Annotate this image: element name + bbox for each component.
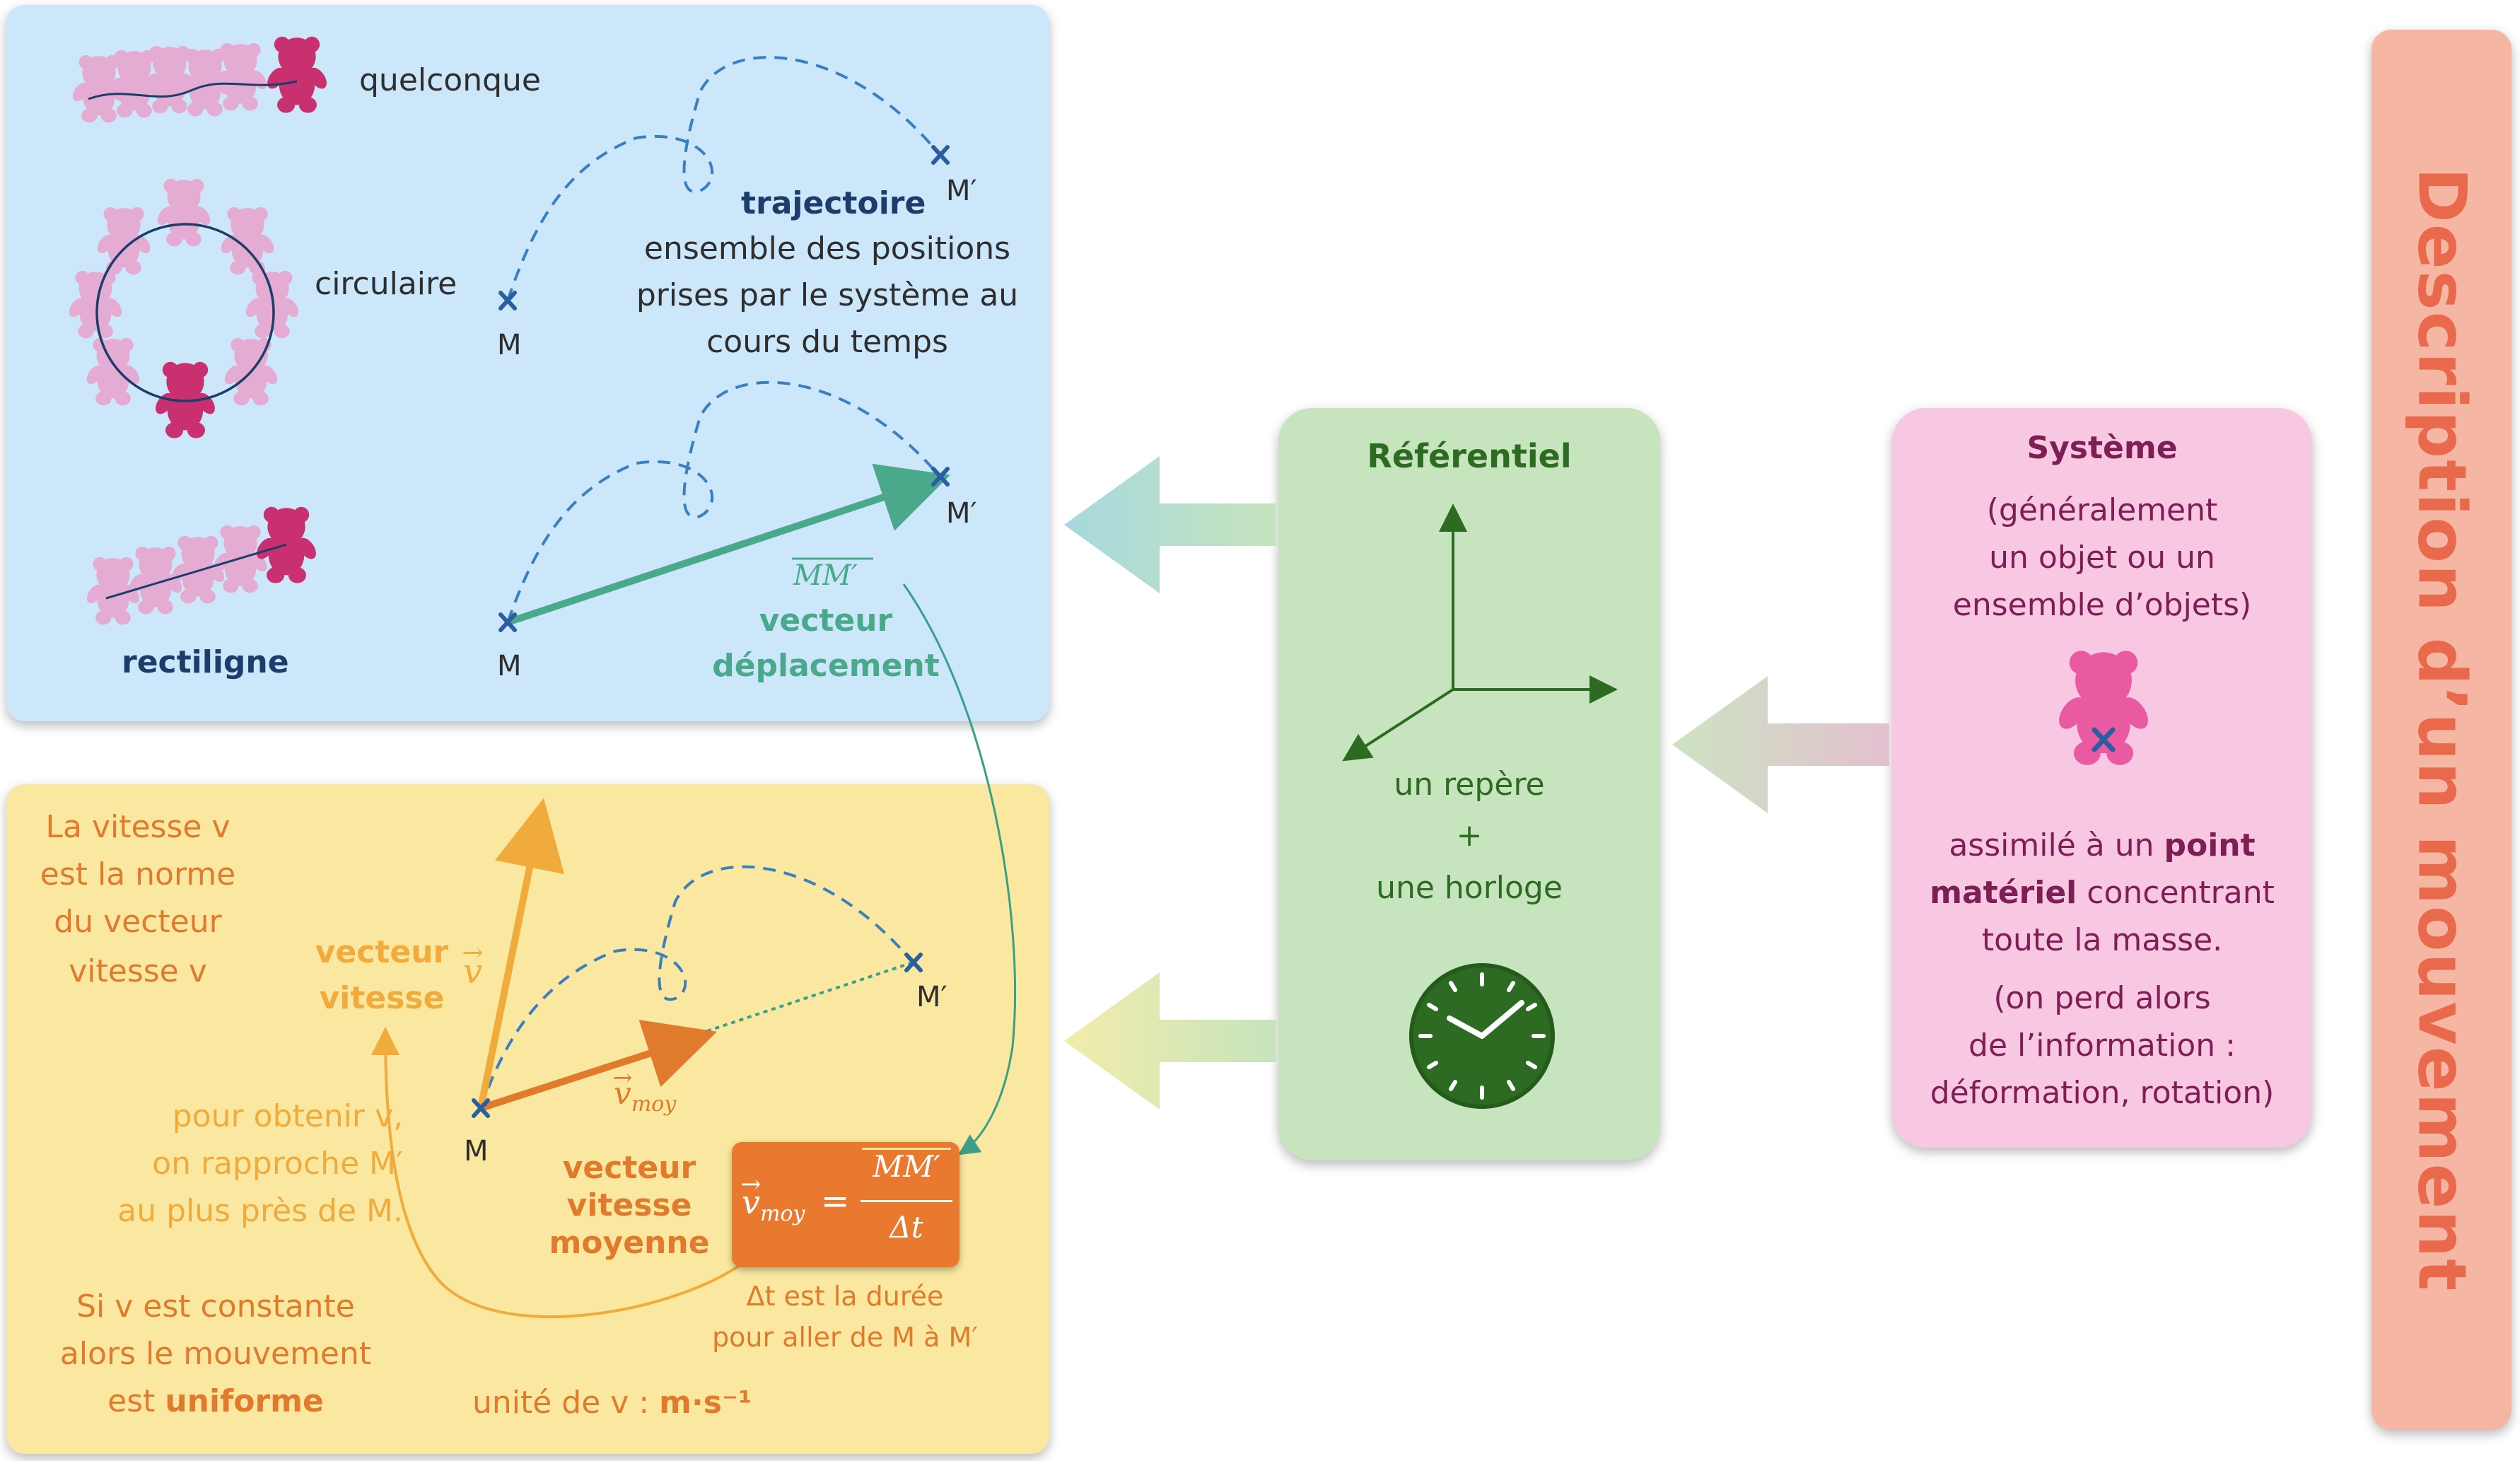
referential-line-3: une horloge [1376, 870, 1563, 906]
axes-icon [1342, 504, 1618, 762]
approx-text-3: au plus près de M. [117, 1193, 403, 1229]
uniform-text-3-prefix: est [107, 1383, 165, 1419]
uniform-text-2: alors le mouvement [59, 1336, 372, 1372]
system-info-3: déformation, rotation) [1930, 1075, 2275, 1111]
norm-text-4: vitesse v [69, 953, 207, 989]
referential-title: Référentiel [1367, 437, 1572, 475]
approx-text-2: on rapproche M′ [152, 1146, 403, 1182]
speed-symbol: v [463, 955, 482, 989]
formula-denominator: Δt [889, 1210, 923, 1245]
norm-text-1: La vitesse v [45, 809, 231, 845]
system-title: Système [2026, 430, 2178, 466]
displacement-vector-arrow [506, 463, 950, 626]
system-assim-prefix: assimilé à un [1949, 827, 2164, 863]
system-desc-2: un objet ou un [1989, 540, 2215, 576]
point-m-prime-label: M′ [946, 497, 977, 530]
speed-panel [6, 784, 1049, 1454]
formula-numerator: MM′ [873, 1149, 940, 1184]
displacement-label-2: déplacement [712, 648, 940, 684]
point-m-label: M [497, 329, 522, 361]
approx-text-1: pour obtenir v, [172, 1098, 403, 1134]
arrow-sys-to-ref [1672, 676, 1889, 813]
system-desc-1: (généralement [1986, 492, 2218, 528]
duration-text-2: pour aller de M à M′ [712, 1322, 978, 1353]
speed-vector-arrow [477, 798, 565, 1109]
system-info-2: de l’information : [1968, 1028, 2236, 1064]
type-circular-label: circulaire [315, 266, 457, 302]
mean-speed-symbol: v [614, 1078, 631, 1110]
clock-icon [1409, 963, 1555, 1109]
formula-vector-bar [862, 1148, 951, 1150]
trajectory-curve [506, 56, 942, 301]
norm-text-2: est la norme [40, 856, 236, 892]
trajectory-def-3: cours du temps [706, 324, 948, 360]
arrow-ref-to-traj [1064, 456, 1276, 593]
formula-fraction-bar [861, 1200, 952, 1202]
speed-vector-label-2: vitesse [319, 980, 445, 1016]
type-rectilinear-label: rectiligne [122, 644, 289, 680]
system-assim-bold2: matériel [1930, 875, 2077, 911]
system-assim-bold1: point [2164, 827, 2256, 863]
trajectory-panel [6, 5, 1049, 721]
unit-text-value: m·s⁻¹ [659, 1385, 752, 1421]
system-info-1: (on perd alors [1993, 980, 2211, 1016]
duration-text-1: Δt est la durée [746, 1281, 944, 1312]
system-assim-line3: toute la masse. [1981, 922, 2223, 958]
system-panel [1892, 408, 2312, 1148]
displacement-vector-symbol: MM′ [793, 559, 858, 592]
speed-vector-label-1: vecteur [315, 934, 449, 970]
system-desc-3: ensemble d’objets) [1952, 587, 2252, 623]
trajectory-title: trajectoire [741, 185, 926, 221]
point-m-prime-label: M′ [916, 981, 947, 1013]
trajectory-def-2: prises par le système au [636, 277, 1019, 313]
trajectory-def-1: ensemble des positions [643, 231, 1011, 267]
displacement-label-1: vecteur [759, 603, 893, 639]
system-assim-rest: concentrant [2077, 875, 2275, 911]
mean-speed-vector-arrow [479, 1020, 718, 1112]
arrow-ref-to-speed [1064, 972, 1276, 1110]
referential-line-2: + [1456, 817, 1483, 854]
formula-lhs: v [742, 1186, 760, 1218]
teddy-bear-icon [263, 36, 331, 113]
teddy-bear-icon [69, 42, 270, 123]
uniform-text-1: Si v est constante [76, 1288, 355, 1325]
unit-text-prefix: unité de v : [472, 1385, 660, 1421]
mean-speed-formula: vmoy = MM′ Δt [732, 1142, 959, 1267]
cross-marker-icon [498, 467, 950, 632]
cross-marker-icon [498, 145, 950, 310]
referential-line-1: un repère [1394, 767, 1545, 803]
formula-lhs-sub: moy [760, 1201, 805, 1227]
uniform-text-3-bold: uniforme [165, 1383, 324, 1419]
point-m-prime-label: M′ [946, 175, 977, 207]
point-m-label: M [464, 1135, 489, 1168]
teddy-bear-icon [83, 525, 270, 625]
title-panel [2372, 30, 2512, 1430]
mean-vector-label-2: vitesse [566, 1187, 692, 1223]
type-any-label: quelconque [359, 62, 541, 98]
norm-text-3: du vecteur [54, 904, 222, 940]
formula-equals: = [821, 1182, 850, 1221]
mean-vector-label-3: moyenne [549, 1225, 710, 1261]
teddy-bear-icon [2053, 651, 2154, 765]
cross-marker-icon [472, 953, 923, 1118]
mean-vector-label-1: vecteur [562, 1150, 696, 1186]
point-m-label: M [497, 650, 522, 682]
mean-speed-subscript: moy [631, 1091, 677, 1117]
